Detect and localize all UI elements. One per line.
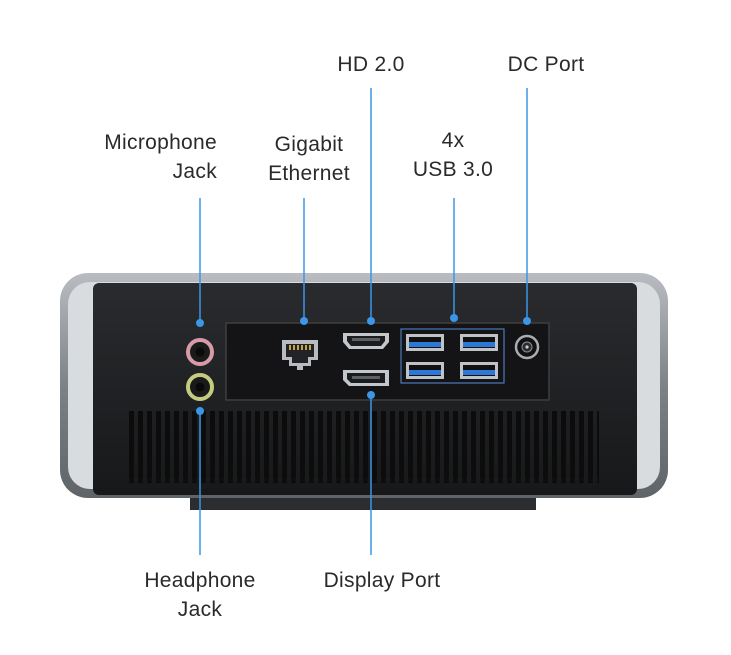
- usb-group: [400, 328, 505, 384]
- usb-port-icon: [406, 362, 444, 379]
- label-hdmi: HD 2.0: [337, 53, 405, 76]
- label-usb-line1: 4x: [441, 129, 465, 152]
- label-ethernet: Gigabit Ethernet: [244, 130, 374, 188]
- label-microphone: Microphone Jack: [50, 128, 217, 186]
- usb-port-icon: [406, 334, 444, 351]
- label-microphone-line2: Jack: [172, 160, 217, 183]
- vent-grille: [129, 411, 599, 483]
- usb-port-icon: [460, 334, 498, 351]
- label-headphone: Headphone Jack: [120, 566, 280, 624]
- headphone-jack: [186, 373, 214, 401]
- label-headphone-line1: Headphone: [144, 569, 256, 592]
- dc-jack-icon: [514, 334, 540, 360]
- callout-lines: [199, 88, 528, 555]
- label-ethernet-line1: Gigabit: [274, 133, 344, 156]
- label-usb-line2: USB 3.0: [412, 158, 494, 181]
- label-microphone-line1: Microphone: [104, 131, 217, 154]
- label-dc-port: DC Port: [507, 53, 585, 76]
- label-display-port: Display Port: [323, 569, 441, 592]
- label-headphone-line2: Jack: [177, 598, 223, 621]
- ethernet-port-icon: [282, 340, 318, 370]
- label-usb: 4x USB 3.0: [393, 126, 513, 184]
- displayport-icon: [343, 370, 389, 386]
- hdmi-port-icon: [343, 333, 389, 349]
- label-ethernet-line2: Ethernet: [268, 162, 350, 185]
- microphone-jack: [186, 338, 214, 366]
- callout-dots: [196, 314, 531, 415]
- usb-port-icon: [460, 362, 498, 379]
